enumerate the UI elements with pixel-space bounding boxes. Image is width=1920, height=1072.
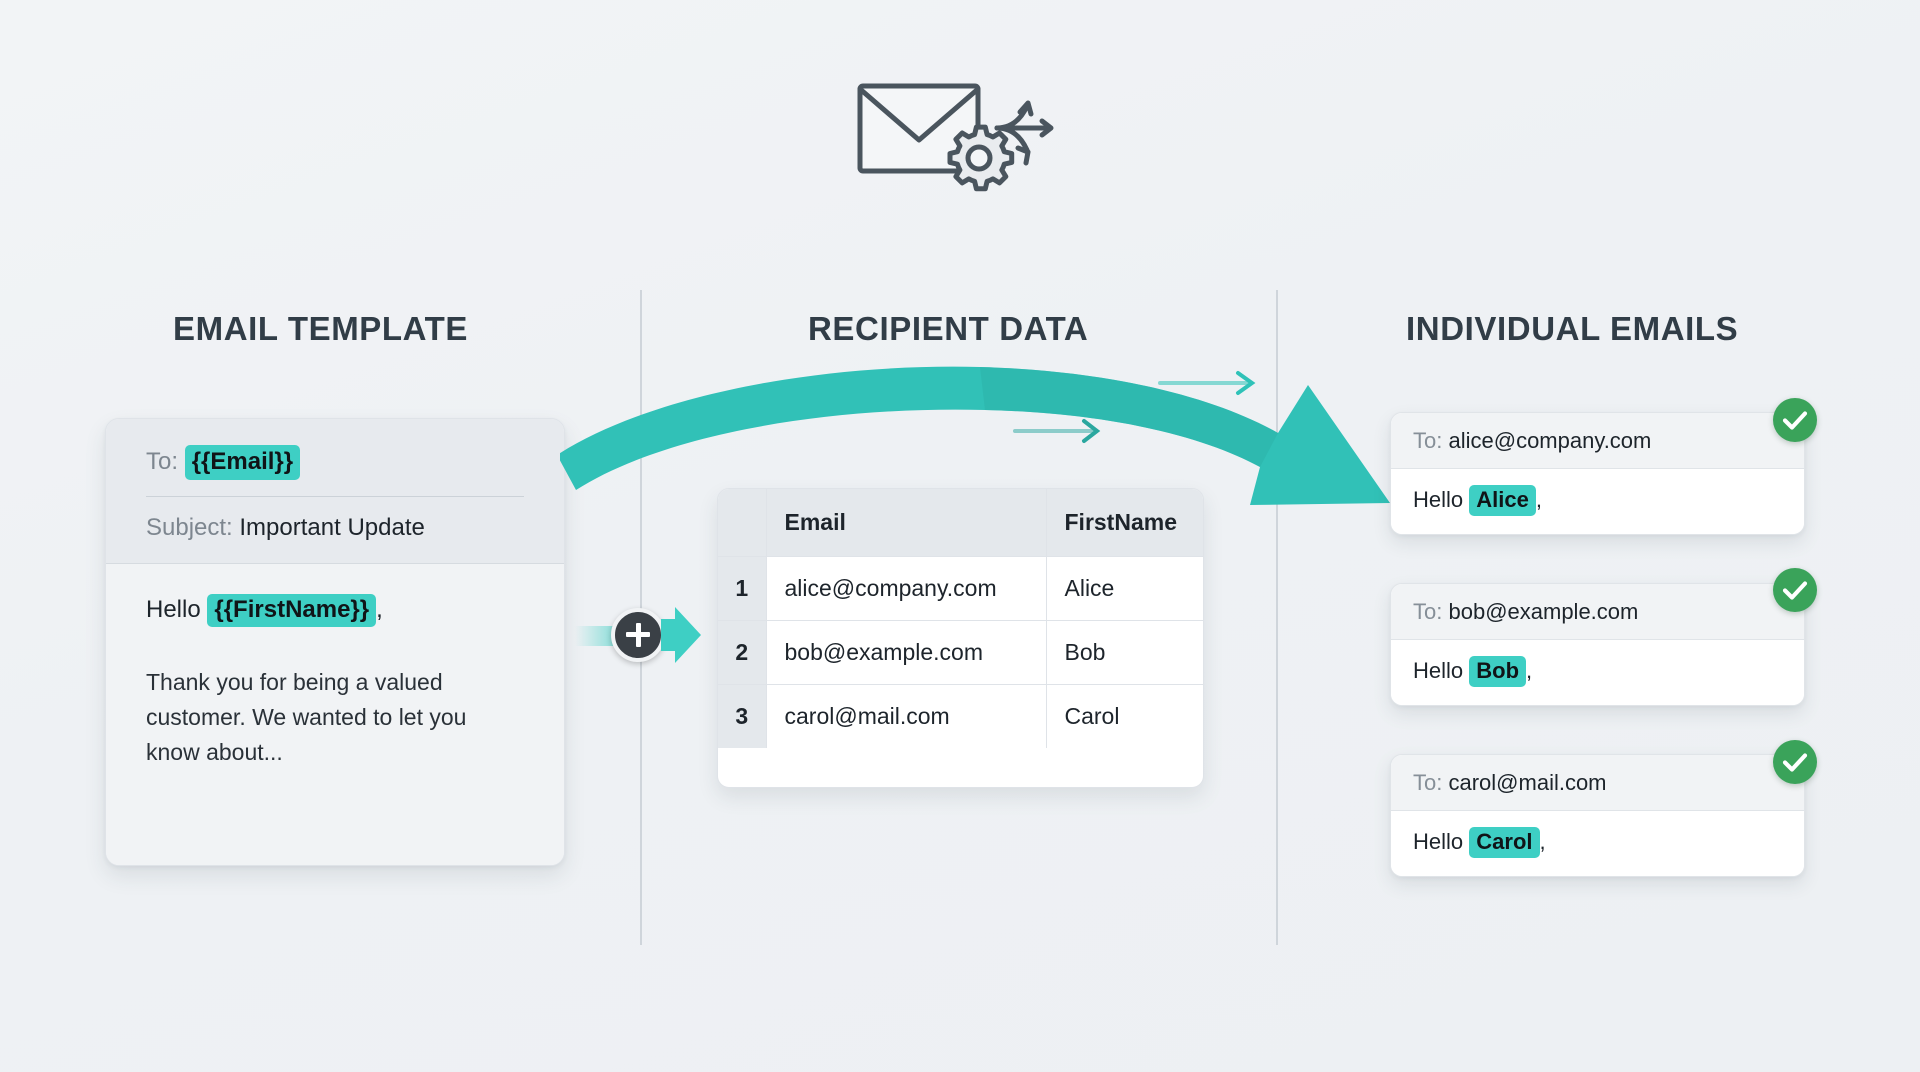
row-email: bob@example.com bbox=[766, 620, 1047, 685]
template-header: To: {{Email}} Subject: Important Update bbox=[106, 419, 564, 563]
template-divider bbox=[146, 496, 524, 497]
output-email-header: To: carol@mail.com bbox=[1391, 755, 1804, 811]
success-check-icon bbox=[1773, 740, 1817, 784]
output-greeting-suffix: , bbox=[1539, 829, 1546, 854]
recipient-data-table[interactable]: Email FirstName 1 alice@company.com Alic… bbox=[717, 488, 1204, 788]
template-greeting-suffix: , bbox=[376, 596, 383, 623]
individual-email-card[interactable]: To: alice@company.com Hello Alice, bbox=[1390, 412, 1805, 535]
table-row[interactable]: 3 carol@mail.com Carol bbox=[718, 684, 1203, 748]
template-to-token: {{Email}} bbox=[184, 445, 301, 480]
output-to-label: To: bbox=[1413, 428, 1443, 453]
template-greeting-prefix: Hello bbox=[146, 596, 201, 623]
template-greeting: Hello {{FirstName}}, bbox=[146, 594, 524, 627]
template-subject-label: Subject: bbox=[146, 514, 233, 541]
row-first-name: Alice bbox=[1046, 556, 1203, 621]
email-template-card[interactable]: To: {{Email}} Subject: Important Update … bbox=[105, 418, 565, 866]
column-heading-email-template: EMAIL TEMPLATE bbox=[173, 310, 469, 347]
template-firstname-token: {{FirstName}} bbox=[207, 594, 377, 627]
individual-email-card[interactable]: To: carol@mail.com Hello Carol, bbox=[1390, 754, 1805, 877]
row-email: carol@mail.com bbox=[766, 684, 1047, 748]
output-email-header: To: bob@example.com bbox=[1391, 584, 1804, 640]
template-to-row: To: {{Email}} bbox=[146, 445, 524, 480]
output-to-value: alice@company.com bbox=[1448, 428, 1652, 453]
row-first-name: Bob bbox=[1046, 620, 1203, 685]
output-name-token: Bob bbox=[1469, 656, 1527, 687]
output-greeting-prefix: Hello bbox=[1413, 487, 1464, 512]
row-index: 3 bbox=[718, 684, 767, 748]
output-greeting-suffix: , bbox=[1526, 658, 1533, 683]
individual-email-card[interactable]: To: bob@example.com Hello Bob, bbox=[1390, 583, 1805, 706]
table-header-email: Email bbox=[766, 489, 1047, 557]
plus-icon[interactable] bbox=[611, 608, 665, 662]
success-check-icon bbox=[1773, 398, 1817, 442]
row-index: 1 bbox=[718, 556, 767, 621]
merge-connector bbox=[575, 605, 703, 665]
template-subject-row: Subject: Important Update bbox=[146, 513, 524, 543]
output-to-value: carol@mail.com bbox=[1448, 770, 1607, 795]
column-heading-recipient-data: RECIPIENT DATA bbox=[808, 310, 1089, 347]
success-check-icon bbox=[1773, 568, 1817, 612]
output-email-body: Hello Alice, bbox=[1391, 469, 1804, 534]
table-row[interactable]: 2 bob@example.com Bob bbox=[718, 620, 1203, 685]
output-email-body: Hello Carol, bbox=[1391, 811, 1804, 876]
output-greeting-suffix: , bbox=[1535, 487, 1542, 512]
row-first-name: Carol bbox=[1046, 684, 1203, 748]
row-email: alice@company.com bbox=[766, 556, 1047, 621]
table-header-index bbox=[718, 489, 767, 557]
output-to-label: To: bbox=[1413, 770, 1443, 795]
column-heading-individual-emails: INDIVIDUAL EMAILS bbox=[1406, 310, 1739, 347]
table-header-firstname: FirstName bbox=[1046, 489, 1203, 557]
template-paragraph: Thank you for being a valued customer. W… bbox=[146, 669, 467, 765]
output-email-header: To: alice@company.com bbox=[1391, 413, 1804, 469]
output-email-body: Hello Bob, bbox=[1391, 640, 1804, 705]
connector-arrow-icon bbox=[659, 605, 703, 665]
mail-merge-icon bbox=[855, 68, 1065, 193]
template-subject-value: Important Update bbox=[239, 514, 425, 541]
output-greeting-prefix: Hello bbox=[1413, 658, 1464, 683]
output-to-label: To: bbox=[1413, 599, 1443, 624]
table-header-row: Email FirstName bbox=[718, 489, 1203, 557]
output-greeting-prefix: Hello bbox=[1413, 829, 1464, 854]
output-name-token: Alice bbox=[1469, 485, 1536, 516]
template-to-label: To: bbox=[146, 448, 179, 475]
output-name-token: Carol bbox=[1469, 827, 1540, 858]
table-row[interactable]: 1 alice@company.com Alice bbox=[718, 556, 1203, 621]
output-to-value: bob@example.com bbox=[1448, 599, 1639, 624]
template-body: Hello {{FirstName}}, Thank you for being… bbox=[106, 563, 564, 865]
column-divider-right bbox=[1276, 290, 1278, 945]
row-index: 2 bbox=[718, 620, 767, 685]
